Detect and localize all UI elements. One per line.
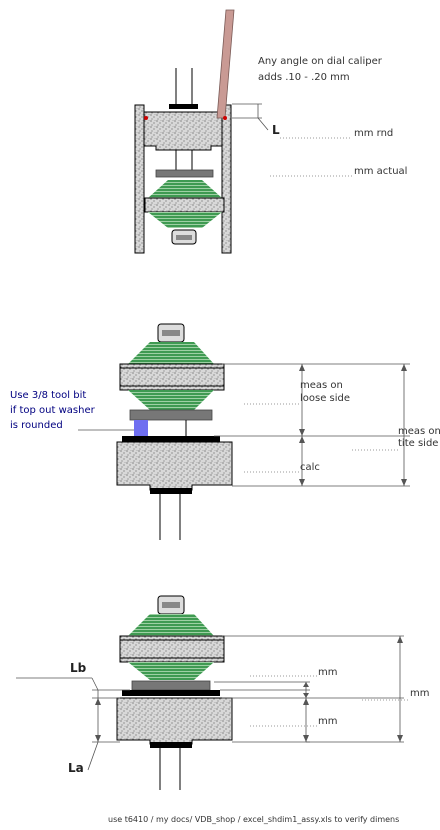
seal-band <box>122 436 220 442</box>
arrow-head <box>303 682 309 687</box>
nut-detail <box>162 602 180 608</box>
arrow-head <box>303 698 309 705</box>
caliper-note-line1: Any angle on dial caliper <box>258 56 383 67</box>
arrow-head <box>401 364 407 371</box>
contact-point <box>144 116 148 120</box>
arrow-head <box>95 698 101 705</box>
seal-band <box>122 690 220 696</box>
washer <box>155 169 214 178</box>
meas-tite-line2: tite side <box>398 438 438 449</box>
meas-tite-line1: meas on <box>398 426 440 437</box>
seal-band-bottom <box>150 742 192 748</box>
label-mm-lower: mm <box>318 716 337 727</box>
arrow-head <box>397 735 403 742</box>
nut-detail <box>176 235 192 240</box>
label-mm-actual: mm actual <box>354 166 407 177</box>
arrow-head <box>95 735 101 742</box>
label-mm-rnd: mm rnd <box>354 128 393 139</box>
label-mm-total: mm <box>410 688 429 699</box>
arrow-head <box>299 436 305 443</box>
arrow-head <box>299 364 305 371</box>
washer <box>131 680 211 691</box>
La-leader <box>87 741 99 771</box>
label-calc: calc <box>300 462 320 473</box>
label-La: La <box>68 761 84 775</box>
shim-stack-bottom <box>128 390 214 410</box>
arrow-head <box>299 479 305 486</box>
cylinder-wall-right <box>221 104 232 254</box>
footer-note: use t6410 / my docs/ VDB_shop / excel_sh… <box>108 815 399 824</box>
diagram-2-loose-tite-measure: Use 3/8 tool bit if top out washer is ro… <box>10 323 440 540</box>
diagram-1-caliper-measure: Any angle on dial caliper adds .10 - .20… <box>134 9 407 254</box>
washer <box>129 409 213 421</box>
shim-stack-top <box>128 614 214 636</box>
piston-head <box>143 111 223 151</box>
arrow-head <box>303 693 309 698</box>
label-L: L <box>272 123 280 137</box>
shock-body <box>116 441 233 491</box>
tool-bit <box>134 420 148 436</box>
arrow-head <box>299 429 305 436</box>
cylinder-wall-left <box>134 104 145 254</box>
tool-note-line3: is rounded <box>10 420 63 431</box>
arrow-head <box>397 636 403 643</box>
tool-note-line2: if top out washer <box>10 405 96 416</box>
shim-stack-bottom <box>148 212 222 228</box>
arrow-head <box>401 479 407 486</box>
tool-note-line1: Use 3/8 tool bit <box>10 390 86 401</box>
shim-stack-top <box>128 342 214 364</box>
meas-loose-line2: loose side <box>300 393 350 404</box>
dial-caliper-jaw <box>216 9 235 119</box>
Lb-leader <box>91 677 99 691</box>
shock-body <box>116 697 233 745</box>
seal-band <box>169 104 198 109</box>
meas-loose-line1: meas on <box>300 380 343 391</box>
shim-stack-bottom <box>128 662 214 680</box>
dim-leader <box>257 117 269 131</box>
seal-band-bottom <box>150 488 192 494</box>
piston-band <box>144 197 225 213</box>
shim-stack-top <box>148 180 222 198</box>
diagram-3-la-lb: Lb La mm mm mm <box>16 595 429 790</box>
nut-detail <box>162 330 180 336</box>
arrow-head <box>303 735 309 742</box>
label-mm-upper: mm <box>318 667 337 678</box>
contact-point <box>223 116 227 120</box>
caliper-note-line2: adds .10 - .20 mm <box>258 72 350 83</box>
label-Lb: Lb <box>70 661 87 675</box>
